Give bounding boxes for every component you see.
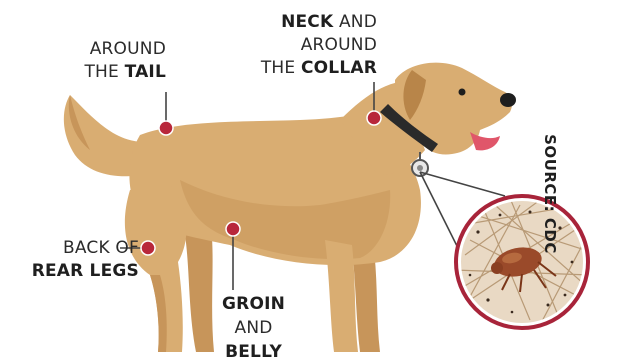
- label-neck-line1: NECK AND: [261, 11, 377, 34]
- label-rear-line2: REAR LEGS: [32, 260, 139, 283]
- label-rear-line1: BACK OF: [32, 237, 139, 260]
- label-groin-line2: AND: [222, 316, 285, 340]
- label-neck-line3: THE COLLAR: [261, 57, 377, 80]
- label-tail-line1: AROUND: [84, 38, 166, 61]
- label-groin-line3: BELLY: [222, 340, 285, 362]
- dog-nose: [500, 93, 516, 107]
- marker-neck: [367, 111, 381, 125]
- label-neck-line2: AROUND: [261, 34, 377, 57]
- label-neck-and-collar: NECK AND AROUND THE COLLAR: [261, 11, 377, 80]
- dog-eye: [459, 89, 466, 96]
- marker-tail: [159, 121, 173, 135]
- magnifier-inset: [455, 195, 590, 330]
- leader-magnifier-top: [420, 172, 505, 196]
- near-front-leg: [325, 240, 358, 352]
- far-rear-leg: [185, 235, 214, 352]
- label-groin-and-belly: GROIN AND BELLY: [222, 292, 285, 362]
- dog-mouth: [470, 132, 500, 150]
- label-tail-line2: THE TAIL: [84, 61, 166, 84]
- marker-groin: [226, 222, 240, 236]
- source-credit: SOURCE: CDC: [541, 134, 559, 254]
- marker-rear-legs: [141, 241, 155, 255]
- label-groin-line1: GROIN: [222, 292, 285, 316]
- label-back-of-rear-legs: BACK OF REAR LEGS: [32, 237, 139, 283]
- label-around-the-tail: AROUND THE TAIL: [84, 38, 166, 84]
